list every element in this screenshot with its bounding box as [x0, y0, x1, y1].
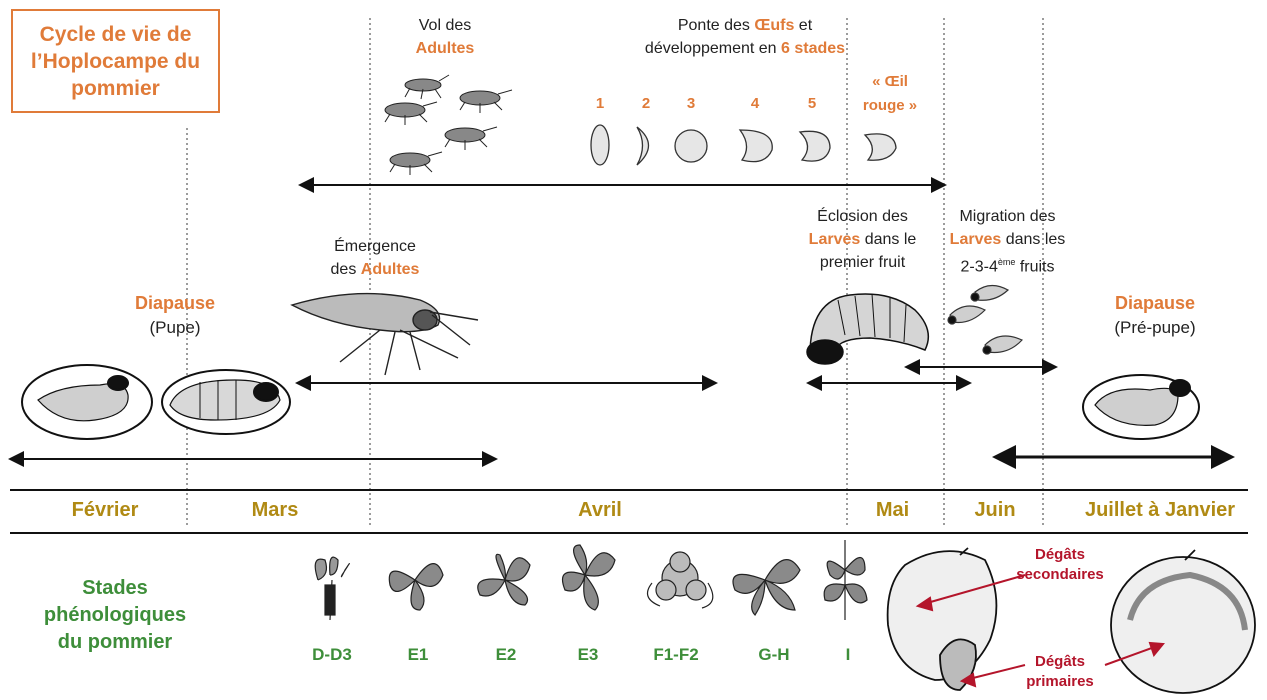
apple-icon — [888, 548, 997, 690]
egg-stage-icon — [637, 127, 649, 165]
pheno-stage-label: E1 — [388, 645, 448, 665]
migration-numbers: 2-3-4 — [961, 258, 998, 275]
fly-icon — [292, 294, 478, 375]
month-label: Mars — [215, 499, 335, 522]
title-box: Cycle de vie de l’Hoplocampe du pommier — [11, 9, 220, 113]
title-line3: pommier — [71, 75, 160, 102]
emergence-des: des — [331, 261, 361, 278]
stades-label: Stades phénologiques du pommier — [20, 575, 210, 656]
laying-eggs: Œufs — [754, 17, 794, 34]
leaf-cluster-icon — [733, 560, 800, 615]
migration-label: Migration des Larves dans les 2-3-4ème f… — [940, 205, 1075, 278]
migration-sup: ème — [998, 257, 1016, 267]
damage-primary-line2: primaires — [1005, 672, 1115, 692]
pheno-stage-label: I — [818, 645, 878, 665]
month-label: Juin — [955, 499, 1035, 522]
laying-stages: 6 stades — [781, 40, 845, 57]
stage-number: 4 — [740, 95, 770, 112]
leaf-cluster-icon — [478, 554, 530, 605]
migration-larvae: Larves — [950, 231, 1002, 248]
egg-stage-icon — [800, 131, 830, 161]
fly-icon — [385, 102, 437, 125]
leaf-cluster-icon — [563, 545, 616, 610]
damage-secondary-line2: secondaires — [1000, 565, 1120, 585]
egg-stage-icon — [675, 130, 707, 162]
stades-line3: du pommier — [20, 629, 210, 656]
stage-number: 3 — [676, 95, 706, 112]
leaf-cluster-icon — [315, 557, 349, 620]
oeil-rouge-label: « Œil rouge » — [850, 70, 930, 118]
pheno-stage-label: G-H — [744, 645, 804, 665]
diapause-right: Diapause (Pré-pupe) — [1095, 293, 1215, 338]
eclosion-line1: Éclosion des — [800, 205, 925, 228]
emergence-line1: Émergence — [315, 235, 435, 258]
flight-label: Vol des Adultes — [400, 14, 490, 60]
pheno-stage-label: D-D3 — [302, 645, 362, 665]
emergence-adults: Adultes — [361, 261, 420, 278]
pheno-stage-label: F1-F2 — [646, 645, 706, 665]
pheno-stage-label: E3 — [558, 645, 618, 665]
leaf-cluster-icon — [824, 540, 867, 620]
damage-secondary-line1: Dégâts — [1000, 545, 1120, 565]
apple-icon — [1111, 550, 1255, 693]
fly-icon — [390, 152, 442, 175]
diapause-left: Diapause (Pupe) — [115, 293, 235, 338]
migration-dans: dans les — [1001, 231, 1065, 248]
oeil-rouge-line2: rouge » — [850, 94, 930, 118]
fly-icon — [405, 75, 449, 99]
diapause-right-title: Diapause — [1095, 293, 1215, 314]
eclosion-larvae: Larves — [809, 231, 861, 248]
diapause-right-sub: (Pré-pupe) — [1095, 318, 1215, 338]
month-label: Juillet à Janvier — [1055, 499, 1265, 522]
stage-number: 1 — [585, 95, 615, 112]
larva-icon — [807, 294, 928, 364]
month-label: Février — [40, 499, 170, 522]
egg-stage-icon — [591, 125, 609, 165]
stage-number: 5 — [797, 95, 827, 112]
diapause-left-title: Diapause — [115, 293, 235, 314]
month-label: Avril — [540, 499, 660, 522]
month-label: Mai — [855, 499, 930, 522]
egg-stage-icon — [740, 130, 772, 162]
egg-stage-icon — [865, 134, 896, 160]
laying-text: Ponte des — [678, 17, 755, 34]
damage-primary-label: Dégâts primaires — [1005, 652, 1115, 692]
pupa-icon — [22, 365, 152, 439]
stage-number: 2 — [631, 95, 661, 112]
eclosion-label: Éclosion des Larves dans le premier frui… — [800, 205, 925, 274]
emergence-label: Émergence des Adultes — [315, 235, 435, 281]
damage-primary-line1: Dégâts — [1005, 652, 1115, 672]
damage-secondary-label: Dégâts secondaires — [1000, 545, 1120, 585]
pheno-stage-label: E2 — [476, 645, 536, 665]
flight-line1: Vol des — [400, 14, 490, 37]
migration-fruits: fruits — [1015, 258, 1054, 275]
pupa-icon — [162, 370, 290, 434]
title-line1: Cycle de vie de — [40, 21, 192, 48]
diapause-left-sub: (Pupe) — [115, 318, 235, 338]
fly-icon — [445, 127, 497, 150]
migration-line1: Migration des — [940, 205, 1075, 228]
flight-line2: Adultes — [400, 37, 490, 60]
laying-dev: développement en — [645, 40, 781, 57]
leaf-cluster-icon — [648, 552, 713, 608]
stades-line1: Stades — [20, 575, 210, 602]
eclosion-line3: premier fruit — [800, 251, 925, 274]
laying-text-end: et — [794, 17, 812, 34]
stades-line2: phénologiques — [20, 602, 210, 629]
title-line2: l’Hoplocampe du — [31, 48, 200, 75]
leaf-cluster-icon — [389, 564, 443, 610]
fly-icon — [460, 90, 512, 113]
oeil-rouge-line1: « Œil — [850, 70, 930, 94]
eclosion-dans: dans le — [860, 231, 916, 248]
larva-icon — [948, 285, 1022, 354]
laying-label: Ponte des Œufs et développement en 6 sta… — [610, 14, 880, 60]
pupa-icon — [1083, 375, 1199, 439]
